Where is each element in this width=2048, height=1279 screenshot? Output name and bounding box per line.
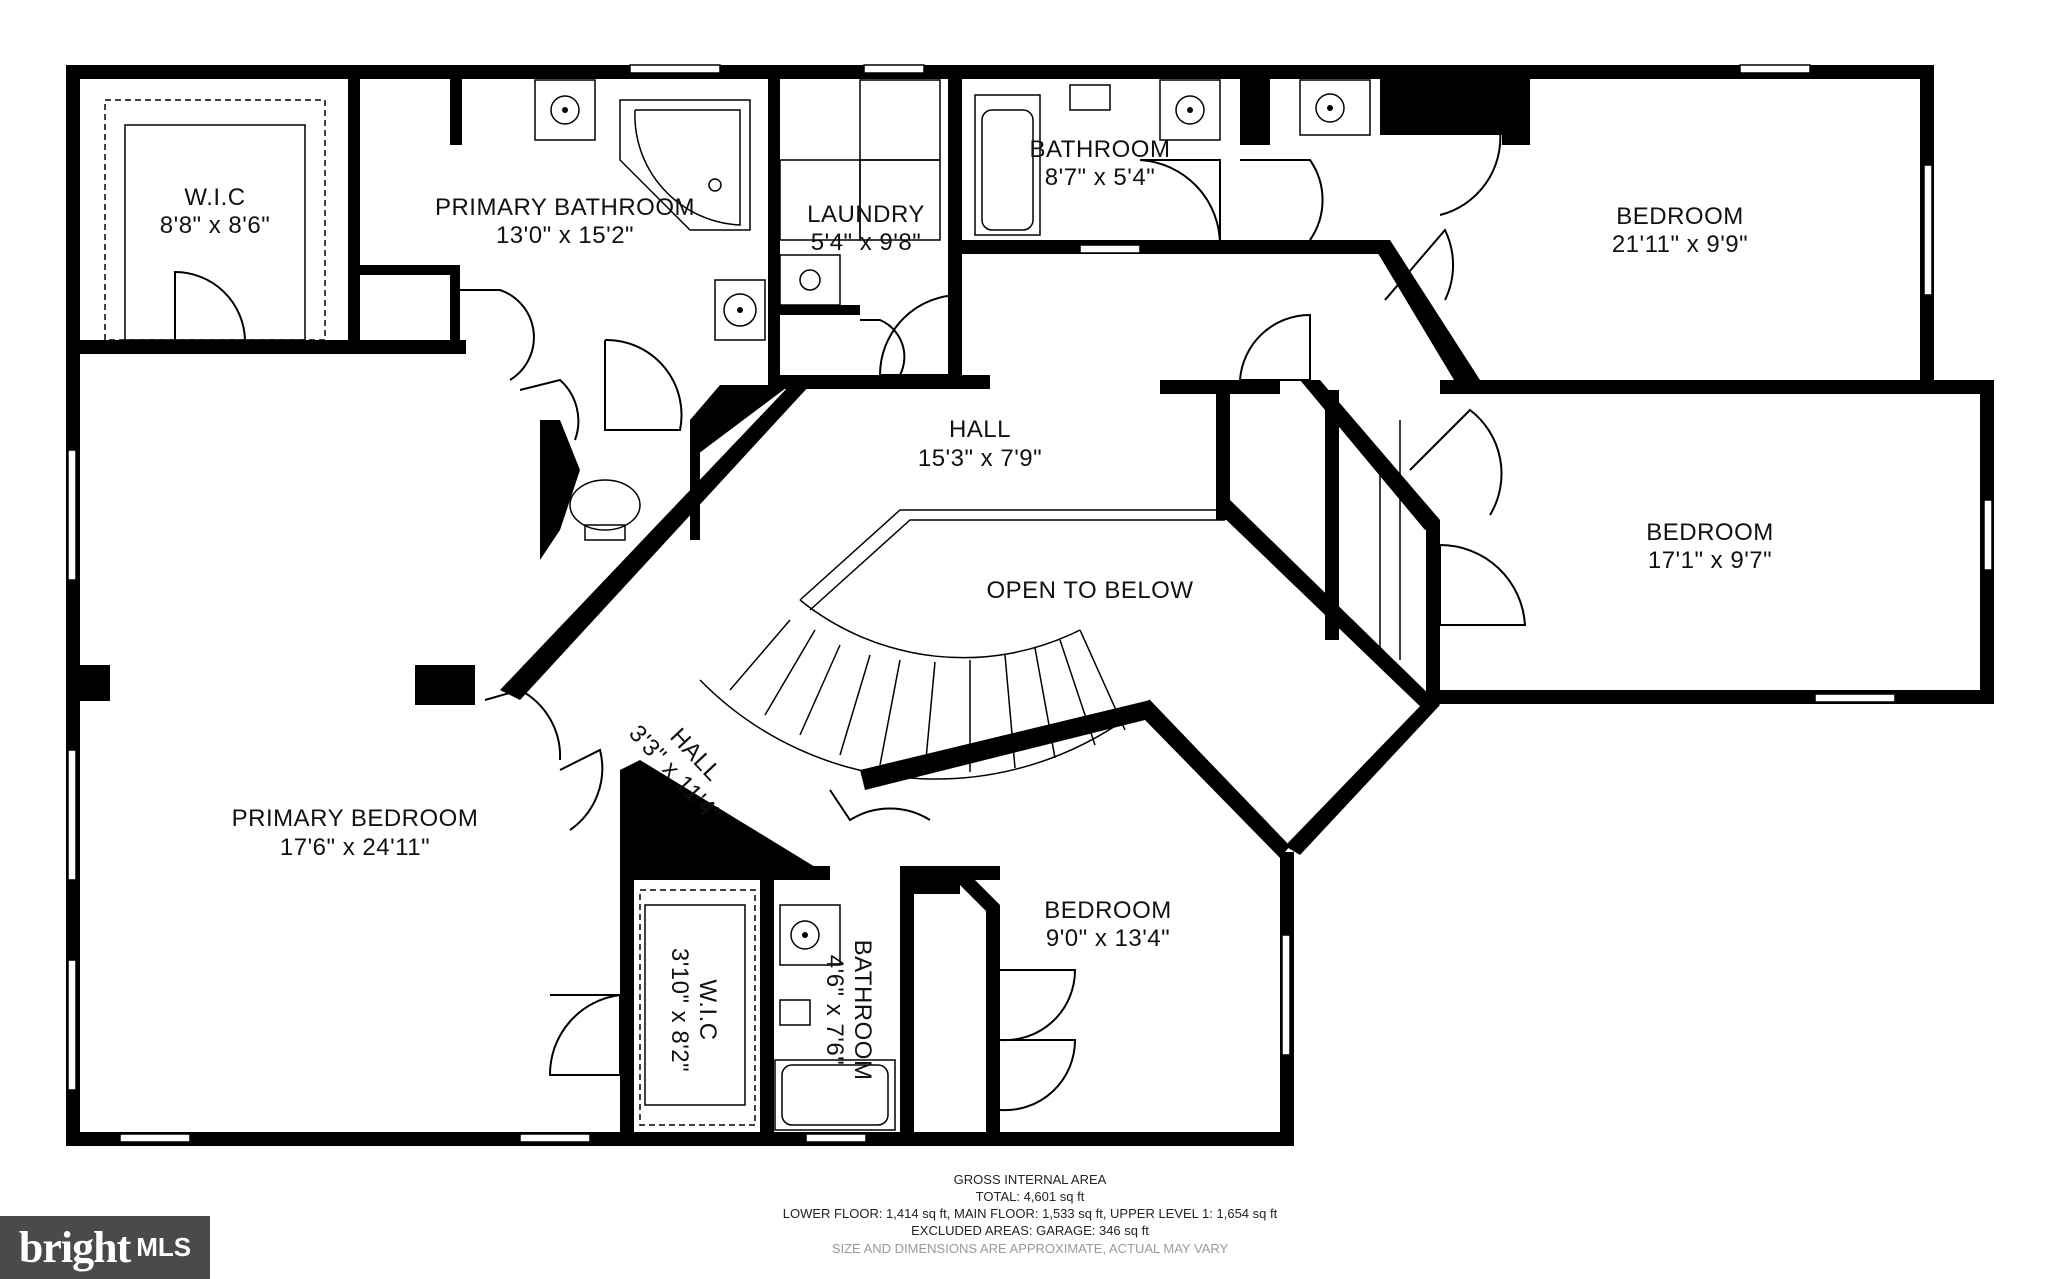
area-floors: LOWER FLOOR: 1,414 sq ft, MAIN FLOOR: 1,… xyxy=(783,1206,1278,1221)
fixtures xyxy=(104,79,1401,1131)
bedroom3-name: BEDROOM xyxy=(1044,897,1172,924)
bath1-dims: 8'7" x 5'4" xyxy=(1045,164,1155,191)
windows xyxy=(67,64,1993,1143)
wic1-dims: 8'8" x 8'6" xyxy=(160,212,270,239)
bedroom2-name: BEDROOM xyxy=(1646,519,1774,546)
primary-bath-name: PRIMARY BATHROOM xyxy=(435,194,695,221)
bright-mls-logo: bright MLS xyxy=(0,1216,210,1279)
bath1-name: BATHROOM xyxy=(1030,136,1171,163)
room-labels: W.I.C 8'8" x 8'6" PRIMARY BATHROOM 13'0"… xyxy=(160,136,1774,1081)
logo-brand: bright xyxy=(18,1223,131,1272)
area-total: TOTAL: 4,601 sq ft xyxy=(976,1189,1085,1204)
area-title: GROSS INTERNAL AREA xyxy=(954,1172,1107,1187)
wic2-name: W.I.C xyxy=(694,979,721,1040)
interior-walls xyxy=(66,65,1530,1146)
area-summary: GROSS INTERNAL AREA TOTAL: 4,601 sq ft L… xyxy=(783,1172,1278,1256)
wic1-name: W.I.C xyxy=(184,184,245,211)
bedroom2-dims: 17'1" x 9'7" xyxy=(1648,547,1772,574)
logo-suffix: MLS xyxy=(136,1232,192,1262)
hall1-dims: 15'3" x 7'9" xyxy=(918,445,1042,472)
bedroom3-dims: 9'0" x 13'4" xyxy=(1046,925,1170,952)
laundry-name: LAUNDRY xyxy=(807,201,925,228)
wic2-dims: 3'10" x 8'2" xyxy=(666,948,693,1072)
primary-bed-name: PRIMARY BEDROOM xyxy=(232,805,479,832)
hall1-name: HALL xyxy=(949,416,1011,443)
laundry-dims: 5'4" x 9'8" xyxy=(811,229,921,256)
doors xyxy=(174,129,1527,1112)
area-disclaimer: SIZE AND DIMENSIONS ARE APPROXIMATE, ACT… xyxy=(832,1241,1229,1256)
bedroom1-dims: 21'11" x 9'9" xyxy=(1612,231,1748,258)
bath2-dims: 4'6" x 7'6" xyxy=(821,955,848,1065)
bedroom1-name: BEDROOM xyxy=(1616,203,1744,230)
primary-bed-dims: 17'6" x 24'11" xyxy=(280,834,430,861)
area-excluded: EXCLUDED AREAS: GARAGE: 346 sq ft xyxy=(911,1223,1149,1238)
stair-treads xyxy=(729,619,1126,772)
open-to-below-label: OPEN TO BELOW xyxy=(987,577,1194,604)
bath2-name: BATHROOM xyxy=(849,940,876,1081)
primary-bath-dims: 13'0" x 15'2" xyxy=(496,222,634,249)
